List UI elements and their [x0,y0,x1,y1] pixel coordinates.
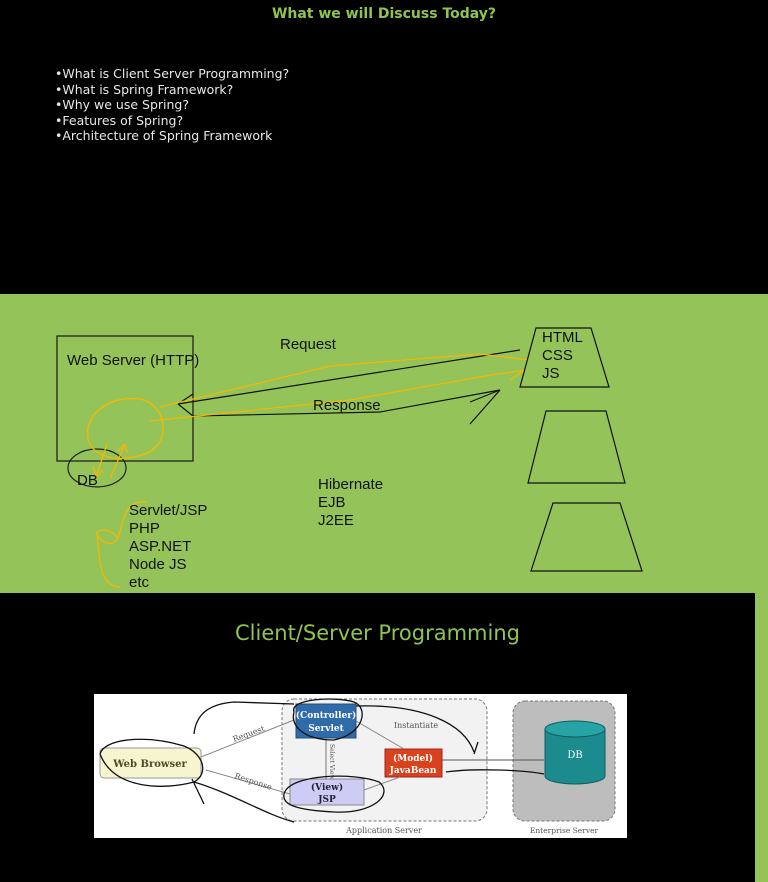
db-cylinder [544,729,606,785]
response-label: Response [313,397,381,414]
db-label: DB [567,750,582,761]
jsp-label: JSP [317,795,336,805]
agenda-title: What we will Discuss Today? [271,6,497,22]
model-label: (Model) [393,753,433,764]
request-response-annotation [149,353,529,422]
web-browser-box [99,747,202,779]
mvc-diagram: Web Browser (Controller) Servlet (Model)… [94,694,627,838]
request-response-arrows [177,349,521,425]
agenda-item: •Features of Spring? [55,112,184,128]
server-tech-item: etc [129,574,150,591]
server-tech-item: PHP [129,520,160,537]
application-server-label: Application Server [345,826,422,835]
controller-label: (Controller) [296,710,356,721]
server-tech-item: Node JS [129,556,187,573]
client-trapezoid-2 [527,410,626,484]
client-stack-list: HTML CSS JS [542,329,583,383]
down-arrow-annotation [92,443,108,478]
select-view-label: Select View [328,744,335,781]
response-label: Response [233,771,273,792]
client-stack-item: JS [542,365,560,382]
servlet-label: Servlet [308,724,344,734]
agenda-item: •What is Spring Framework? [55,81,234,97]
client-server-slide: Client/Server Programming [0,593,755,882]
javabean-label: JavaBean [389,766,437,776]
slide-title: Client/Server Programming [235,621,520,645]
mvc-diagram-drawing: Web Browser (Controller) Servlet (Model)… [99,698,616,835]
view-label: (View) [311,782,343,793]
agenda-item: •Architecture of Spring Framework [55,128,273,143]
frameworks-list: Hibernate EJB J2EE [318,476,383,530]
server-tech-item: Servlet/JSP [129,502,208,519]
whiteboard-slide: Web Server (HTTP) Request Response DB HT… [0,294,768,593]
request-label: Request [280,336,336,353]
brace-annotation [96,501,148,588]
db-label: DB [77,472,98,489]
client-stack-item: HTML [542,329,583,346]
client-trapezoid-3 [530,502,643,572]
view-box [289,778,365,806]
request-label: Request [232,724,267,744]
slide-edge-strip [755,593,768,882]
agenda-item: •Why we use Spring? [55,97,189,112]
agenda-slide: What we will Discuss Today? •What is Cli… [0,0,768,294]
db-cylinder-top [544,720,606,738]
framework-item: J2EE [318,512,354,529]
client-stack-item: CSS [542,347,573,364]
up-arrow-annotation [109,443,128,480]
model-box [384,748,443,778]
framework-item: Hibernate [318,476,384,493]
server-tech-item: ASP.NET [129,538,192,555]
web-browser-label: Web Browser [112,759,187,770]
server-tech-list: Servlet/JSP PHP ASP.NET Node JS etc [129,502,207,592]
client-trapezoid-1 [519,327,610,388]
db-ellipse [67,448,127,488]
framework-item: EJB [318,494,346,511]
web-server-label: Web Server (HTTP) [67,352,200,369]
agenda-item: •What is Client Server Programming? [55,66,290,81]
instantiate-label: Instantiate [394,721,438,730]
whiteboard-drawing [56,327,643,588]
enterprise-server-label: Enterprise Server [530,826,599,835]
app-circle-annotation [86,397,164,459]
agenda-list: •What is Client Server Programming? •Wha… [55,66,289,144]
